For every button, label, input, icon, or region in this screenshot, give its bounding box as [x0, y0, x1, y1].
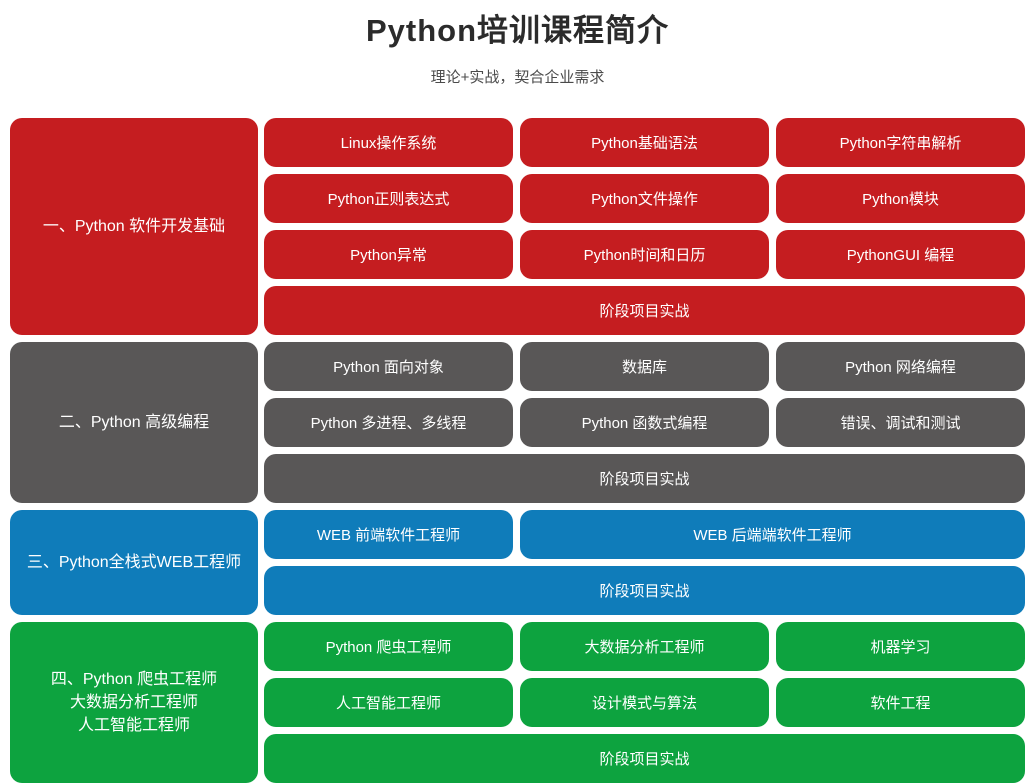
course-card: PythonGUI 编程	[776, 230, 1025, 279]
stage-project-card: 阶段项目实战	[264, 734, 1025, 783]
course-card: 大数据分析工程师	[520, 622, 769, 671]
course-card: WEB 前端软件工程师	[264, 510, 513, 559]
section-fullstack-web: 三、Python全栈式WEB工程师 WEB 前端软件工程师 WEB 后端端软件工…	[10, 510, 1025, 615]
page-title: Python培训课程简介	[365, 13, 670, 48]
course-card: Python异常	[264, 230, 513, 279]
section-label-basics: 一、Python 软件开发基础	[10, 118, 258, 335]
section-cards-basics: Linux操作系统 Python基础语法 Python字符串解析 Python正…	[264, 118, 1025, 335]
course-card: Python文件操作	[520, 174, 769, 223]
course-card: 人工智能工程师	[264, 678, 513, 727]
stage-project-card: 阶段项目实战	[264, 566, 1025, 615]
section-label-advanced: 二、Python 高级编程	[10, 342, 258, 503]
section-python-basics: 一、Python 软件开发基础 Linux操作系统 Python基础语法 Pyt…	[10, 118, 1025, 335]
course-card: Python字符串解析	[776, 118, 1025, 167]
course-card: Python正则表达式	[264, 174, 513, 223]
course-card: 机器学习	[776, 622, 1025, 671]
course-card: 软件工程	[776, 678, 1025, 727]
course-card: Linux操作系统	[264, 118, 513, 167]
course-card: 设计模式与算法	[520, 678, 769, 727]
section-label-ai-bigdata: 四、Python 爬虫工程师 大数据分析工程师 人工智能工程师	[10, 622, 258, 783]
course-card: Python 函数式编程	[520, 398, 769, 447]
course-card: Python 爬虫工程师	[264, 622, 513, 671]
course-card: Python基础语法	[520, 118, 769, 167]
course-card: Python 网络编程	[776, 342, 1025, 391]
course-card: 数据库	[520, 342, 769, 391]
course-card: Python 多进程、多线程	[264, 398, 513, 447]
section-python-advanced: 二、Python 高级编程 Python 面向对象 数据库 Python 网络编…	[10, 342, 1025, 503]
section-cards-fullstack: WEB 前端软件工程师 WEB 后端端软件工程师 阶段项目实战	[264, 510, 1025, 615]
page-subtitle: 理论+实战，契合企业需求	[430, 69, 605, 86]
section-cards-ai-bigdata: Python 爬虫工程师 大数据分析工程师 机器学习 人工智能工程师 设计模式与…	[264, 622, 1025, 783]
course-card: WEB 后端端软件工程师	[520, 510, 1025, 559]
course-card: Python 面向对象	[264, 342, 513, 391]
section-label-fullstack: 三、Python全栈式WEB工程师	[10, 510, 258, 615]
stage-project-card: 阶段项目实战	[264, 286, 1025, 335]
course-sections: 一、Python 软件开发基础 Linux操作系统 Python基础语法 Pyt…	[10, 118, 1025, 783]
section-cards-advanced: Python 面向对象 数据库 Python 网络编程 Python 多进程、多…	[264, 342, 1025, 503]
course-card: Python时间和日历	[520, 230, 769, 279]
section-ai-bigdata: 四、Python 爬虫工程师 大数据分析工程师 人工智能工程师 Python 爬…	[10, 622, 1025, 783]
course-card: Python模块	[776, 174, 1025, 223]
course-card: 错误、调试和测试	[776, 398, 1025, 447]
stage-project-card: 阶段项目实战	[264, 454, 1025, 503]
